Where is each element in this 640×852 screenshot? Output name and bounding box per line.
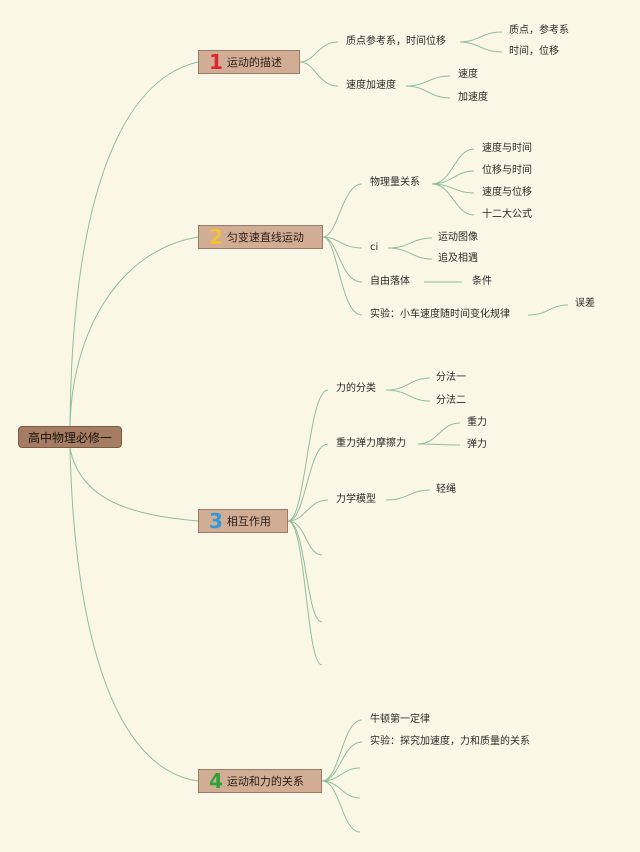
link-b2c2-g2 [387,247,433,260]
link-b4-e3 [321,780,361,833]
link-b1-c1 [299,41,339,63]
link-b2c2-g1 [387,237,433,249]
link-b3-c1 [287,389,329,522]
subtopic-2-2-2[interactable]: 追及相遇 [438,253,478,264]
link-b1c2-g1 [405,75,451,87]
branch-1-number: 1 [209,50,223,74]
subtopic-1-1-2[interactable]: 时间，位移 [509,46,559,57]
link-root-b2 [69,236,199,427]
link-b4-c1 [321,719,363,782]
subtopic-2-2-1[interactable]: 运动图像 [438,232,478,243]
topic-2-3[interactable]: 自由落体 [370,276,410,287]
topic-3-3[interactable]: 力学模型 [336,494,376,505]
subtopic-2-1-4[interactable]: 十二大公式 [482,209,532,220]
topic-3-1[interactable]: 力的分类 [336,383,376,394]
link-b2c4-g1 [527,304,569,316]
branch-4-node[interactable]: 4 运动和力的关系 [198,769,322,793]
subtopic-3-3-1[interactable]: 轻绳 [436,484,456,495]
link-b3-e3 [287,520,323,666]
subtopic-2-4-1[interactable]: 误差 [575,298,595,309]
root-node[interactable]: 高中物理必修一 [18,426,122,448]
topic-2-2[interactable]: ci [370,242,379,253]
subtopic-1-2-1[interactable]: 速度 [458,69,478,80]
branch-1-node[interactable]: 1 运动的描述 [198,50,300,74]
link-b3-c3 [287,499,329,522]
topic-2-4[interactable]: 实验：小车速度随时间变化规律 [370,309,510,320]
subtopic-2-1-3[interactable]: 速度与位移 [482,187,532,198]
branch-4-number: 4 [209,769,223,793]
branch-2-number: 2 [209,225,223,249]
link-b3c2-g2 [417,443,461,446]
subtopic-2-1-2[interactable]: 位移与时间 [482,165,532,176]
link-b2c1-g2 [431,170,475,185]
branch-2-node[interactable]: 2 匀变速直线运动 [198,225,323,249]
link-root-b1 [69,61,199,427]
link-b3-c2 [287,443,329,522]
topic-4-2[interactable]: 实验：探究加速度，力和质量的关系 [370,736,530,747]
link-b1c1-g2 [459,41,503,53]
link-root-b4 [69,447,199,782]
link-b2-c4 [322,236,363,316]
link-b3-e1 [287,520,323,556]
topic-2-1[interactable]: 物理量关系 [370,177,420,188]
topic-3-2[interactable]: 重力弹力摩擦力 [336,438,406,449]
link-b2c1-g4 [431,183,475,216]
topic-4-1[interactable]: 牛顿第一定律 [370,714,430,725]
subtopic-1-2-2[interactable]: 加速度 [458,92,488,103]
topic-1-1[interactable]: 质点参考系，时间位移 [346,36,446,47]
subtopic-2-1-1[interactable]: 速度与时间 [482,143,532,154]
subtopic-3-1-2[interactable]: 分法二 [436,395,466,406]
branch-3-label: 相互作用 [226,515,271,528]
link-b3c3-g1 [385,489,431,501]
branch-1-label: 运动的描述 [226,56,282,69]
link-b2-c1 [322,183,363,238]
branch-3-node[interactable]: 3 相互作用 [198,509,288,533]
subtopic-3-2-2[interactable]: 弹力 [467,439,487,450]
link-b3c2-g1 [417,422,461,445]
subtopic-3-2-1[interactable]: 重力 [467,417,487,428]
link-b2-c2 [322,236,363,249]
link-b1-c2 [299,61,339,87]
link-b3c1-g1 [385,377,431,391]
subtopic-1-1-1[interactable]: 质点，参考系 [509,25,569,36]
link-b3c1-g2 [385,389,431,402]
link-b3-e2 [287,520,323,623]
subtopic-3-1-1[interactable]: 分法一 [436,372,466,383]
link-b4-e1 [321,767,361,782]
link-b2-c3 [322,236,363,283]
link-b1c1-g1 [459,31,503,43]
link-b2c1-g1 [431,148,475,185]
subtopic-2-3-1[interactable]: 条件 [472,276,492,287]
branch-3-number: 3 [209,509,223,533]
branch-2-label: 匀变速直线运动 [226,231,304,244]
topic-1-2[interactable]: 速度加速度 [346,80,396,91]
link-b4-c2 [321,741,363,782]
link-root-b3 [69,447,199,522]
link-b1c2-g2 [405,85,451,99]
branch-4-label: 运动和力的关系 [226,775,304,788]
